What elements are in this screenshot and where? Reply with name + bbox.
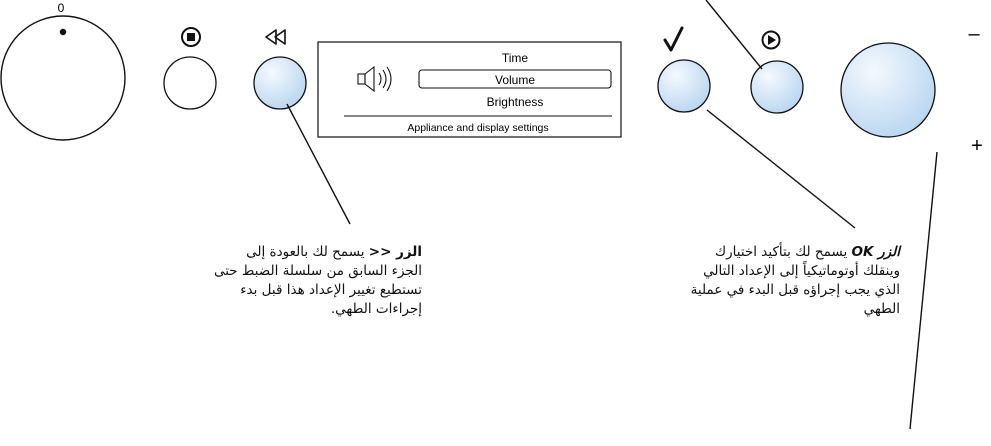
stop-button[interactable] [163, 56, 217, 110]
function-dial[interactable] [0, 15, 126, 141]
annotation-back-text: يسمح لك بالعودة إلى الجزء السابق من سلسل… [213, 244, 422, 317]
start-button[interactable] [750, 60, 804, 114]
play-icon [761, 30, 781, 50]
display-selection-box [418, 69, 612, 89]
dial-zero-label: 0 [58, 1, 65, 15]
speaker-icon [357, 65, 392, 93]
callout-line-rewind [286, 103, 351, 225]
annotation-ok-button: الزر OK يسمح لك بتأكيد اختيارك وينقلك أو… [686, 243, 900, 319]
annotation-back-button: الزر << يسمح لك بالعودة إلى الجزء السابق… [212, 243, 422, 319]
rewind-icon [265, 29, 286, 45]
knob-plus-label: + [971, 135, 983, 157]
annotation-ok-text: يسمح لك بتأكيد اختيارك وينقلك أوتوماتيكي… [690, 244, 900, 317]
annotation-ok-key: الزر OK [851, 244, 900, 260]
stop-icon [181, 27, 201, 47]
annotation-back-key: الزر << [368, 244, 422, 260]
callout-line-ok [706, 109, 856, 229]
display-item-volume[interactable]: Volume [495, 73, 535, 87]
display-footer: Appliance and display settings [407, 122, 548, 134]
adjust-knob[interactable] [840, 42, 936, 138]
knob-minus-label: – [968, 23, 980, 45]
dial-indicator-dot [59, 28, 67, 36]
display-item-brightness[interactable]: Brightness [487, 95, 544, 109]
callout-line-top [705, 0, 763, 70]
display-panel: Time Volume Brightness Appliance and dis… [317, 41, 622, 138]
check-icon [663, 26, 684, 52]
callout-line-knob [909, 151, 938, 430]
display-item-time[interactable]: Time [502, 51, 529, 65]
ok-button[interactable] [657, 59, 711, 113]
rewind-button[interactable] [253, 56, 307, 110]
